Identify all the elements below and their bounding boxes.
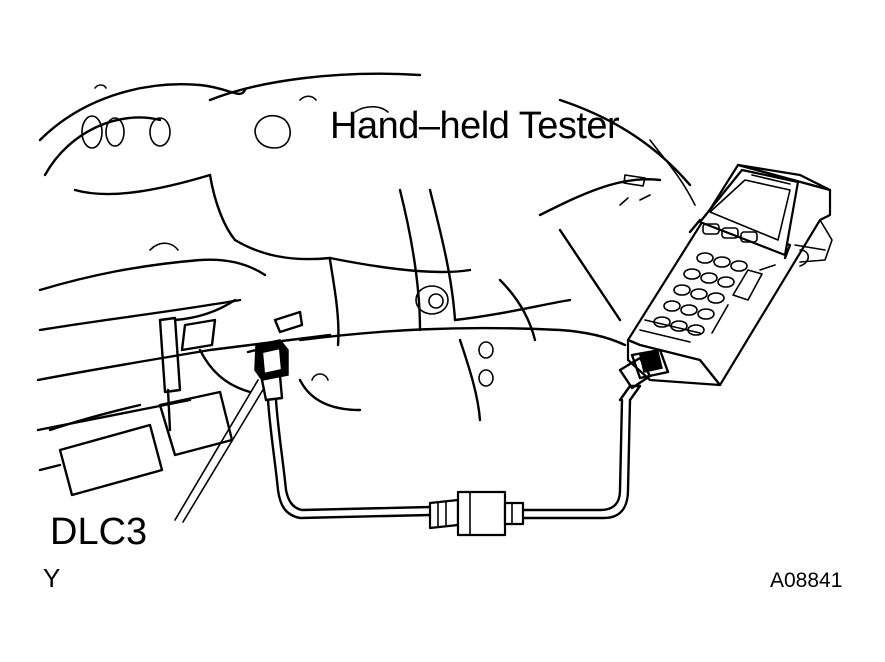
dashboard-outline: [36, 72, 692, 432]
cable-coupler: [428, 490, 525, 537]
tester-keypad: [653, 252, 763, 336]
hand-held-tester-label: Hand–held Tester: [330, 105, 620, 147]
tester-cable: [266, 384, 642, 520]
dlc3-label: DLC3: [50, 511, 148, 553]
pedal-area: [38, 298, 304, 497]
corner-letter: Y: [43, 563, 61, 593]
hand-held-tester: [618, 163, 833, 390]
figure-code: A08841: [770, 569, 843, 592]
dlc3-connector: [246, 339, 289, 402]
leader-lines: [174, 139, 696, 523]
dashboard-details: [81, 84, 651, 387]
